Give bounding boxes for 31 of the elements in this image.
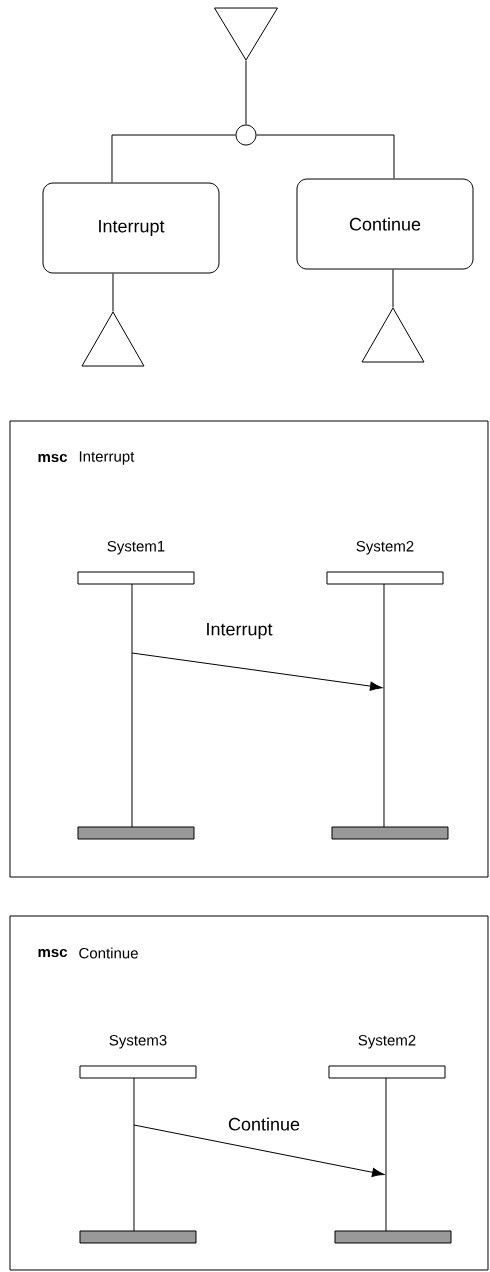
lifeline bbox=[131, 583, 133, 828]
instance-end-bar bbox=[79, 1230, 197, 1244]
node-label: System3 bbox=[109, 1034, 167, 1049]
triangle-symbol bbox=[361, 307, 425, 363]
condition-box: Interrupt bbox=[42, 182, 220, 274]
instance-head: System1 bbox=[77, 540, 195, 585]
message-arrow bbox=[133, 1124, 385, 1177]
node-label: System2 bbox=[356, 540, 414, 555]
condition-box: Continue bbox=[296, 178, 474, 270]
instance-end-bar bbox=[331, 826, 449, 840]
message-arrow bbox=[131, 652, 383, 691]
node-label: System2 bbox=[358, 1034, 416, 1049]
connector-line bbox=[392, 269, 394, 308]
edge-label: Interrupt bbox=[207, 622, 273, 640]
lifeline bbox=[133, 1077, 135, 1232]
connector-line bbox=[256, 134, 395, 179]
connector-circle bbox=[235, 124, 257, 146]
connector-line bbox=[112, 273, 114, 312]
lifeline bbox=[383, 583, 385, 828]
connector-line bbox=[111, 134, 236, 183]
instance-end-bar bbox=[334, 1230, 452, 1244]
instance-end-bar bbox=[77, 826, 195, 840]
lifeline bbox=[385, 1077, 387, 1232]
triangle-symbol bbox=[81, 311, 145, 367]
instance-head: System2 bbox=[328, 1034, 446, 1079]
instance-head: System3 bbox=[79, 1034, 197, 1079]
instance-head: System2 bbox=[326, 540, 444, 585]
edge-label: Continue bbox=[228, 1117, 300, 1131]
node-label: System1 bbox=[107, 540, 165, 555]
connector-line bbox=[245, 60, 247, 125]
triangle-symbol bbox=[214, 7, 278, 61]
